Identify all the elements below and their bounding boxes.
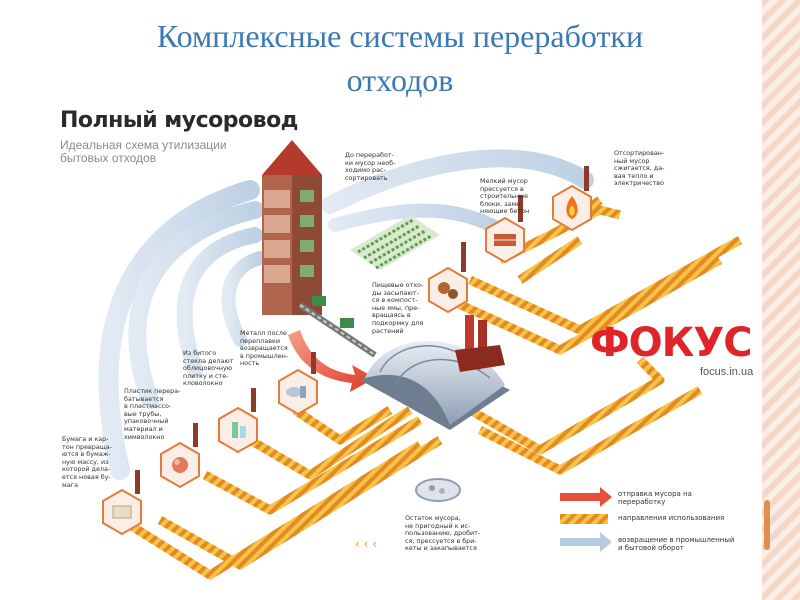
legend-item-send: отправка мусора на переработку (618, 490, 692, 506)
note-sorting: До переработ-ки мусор необ-ходимо рас-со… (345, 151, 396, 182)
slide-title-line2: отходов (346, 62, 454, 98)
note-food: Пищевые отхо-ды засыпают-ся в компост-ны… (372, 281, 424, 335)
send-to-recycling-arrow (288, 330, 375, 392)
legend-swatches (560, 487, 612, 552)
house-building-icon (262, 140, 322, 315)
diagram-title: Полный мусоровод (60, 108, 298, 133)
hex-icons (102, 166, 592, 536)
direction-arrows: ‹ ‹ ‹ (355, 537, 377, 551)
legend-item-return: возвращение в промышленный и бытовой обо… (618, 536, 735, 552)
brick-icon (485, 195, 525, 264)
metal-icon (278, 352, 318, 416)
food-waste-icon (428, 242, 468, 314)
conveyor (298, 296, 377, 358)
return-arrows (98, 149, 594, 480)
compost-field (350, 215, 440, 270)
border-accent (764, 500, 770, 550)
landfill-icon (415, 478, 461, 502)
diagram-subtitle: Идеальная схема утилизации бытовых отход… (60, 138, 227, 165)
factory-dome-icon (360, 315, 510, 430)
usage-pipes (127, 196, 743, 580)
note-paper: Бумага и кар-тон превраща-ются в бумаж-н… (62, 435, 112, 489)
note-rest: Остаток мусора,не пригодный к ис-пользов… (405, 514, 481, 553)
brand-url: focus.in.ua (700, 366, 754, 378)
glass-bottle-icon (218, 388, 258, 454)
slide-border-decoration (762, 0, 800, 600)
paper-icon (102, 470, 142, 536)
slide-title: Комплексные системы переработки отходов (60, 14, 740, 102)
brand-logo: ФОКУС (590, 320, 753, 366)
fire-icon (552, 166, 592, 232)
plastic-icon (160, 423, 200, 489)
legend-item-usage: направления использования (618, 514, 725, 522)
slide-title-line1: Комплексные системы переработки (156, 18, 644, 54)
